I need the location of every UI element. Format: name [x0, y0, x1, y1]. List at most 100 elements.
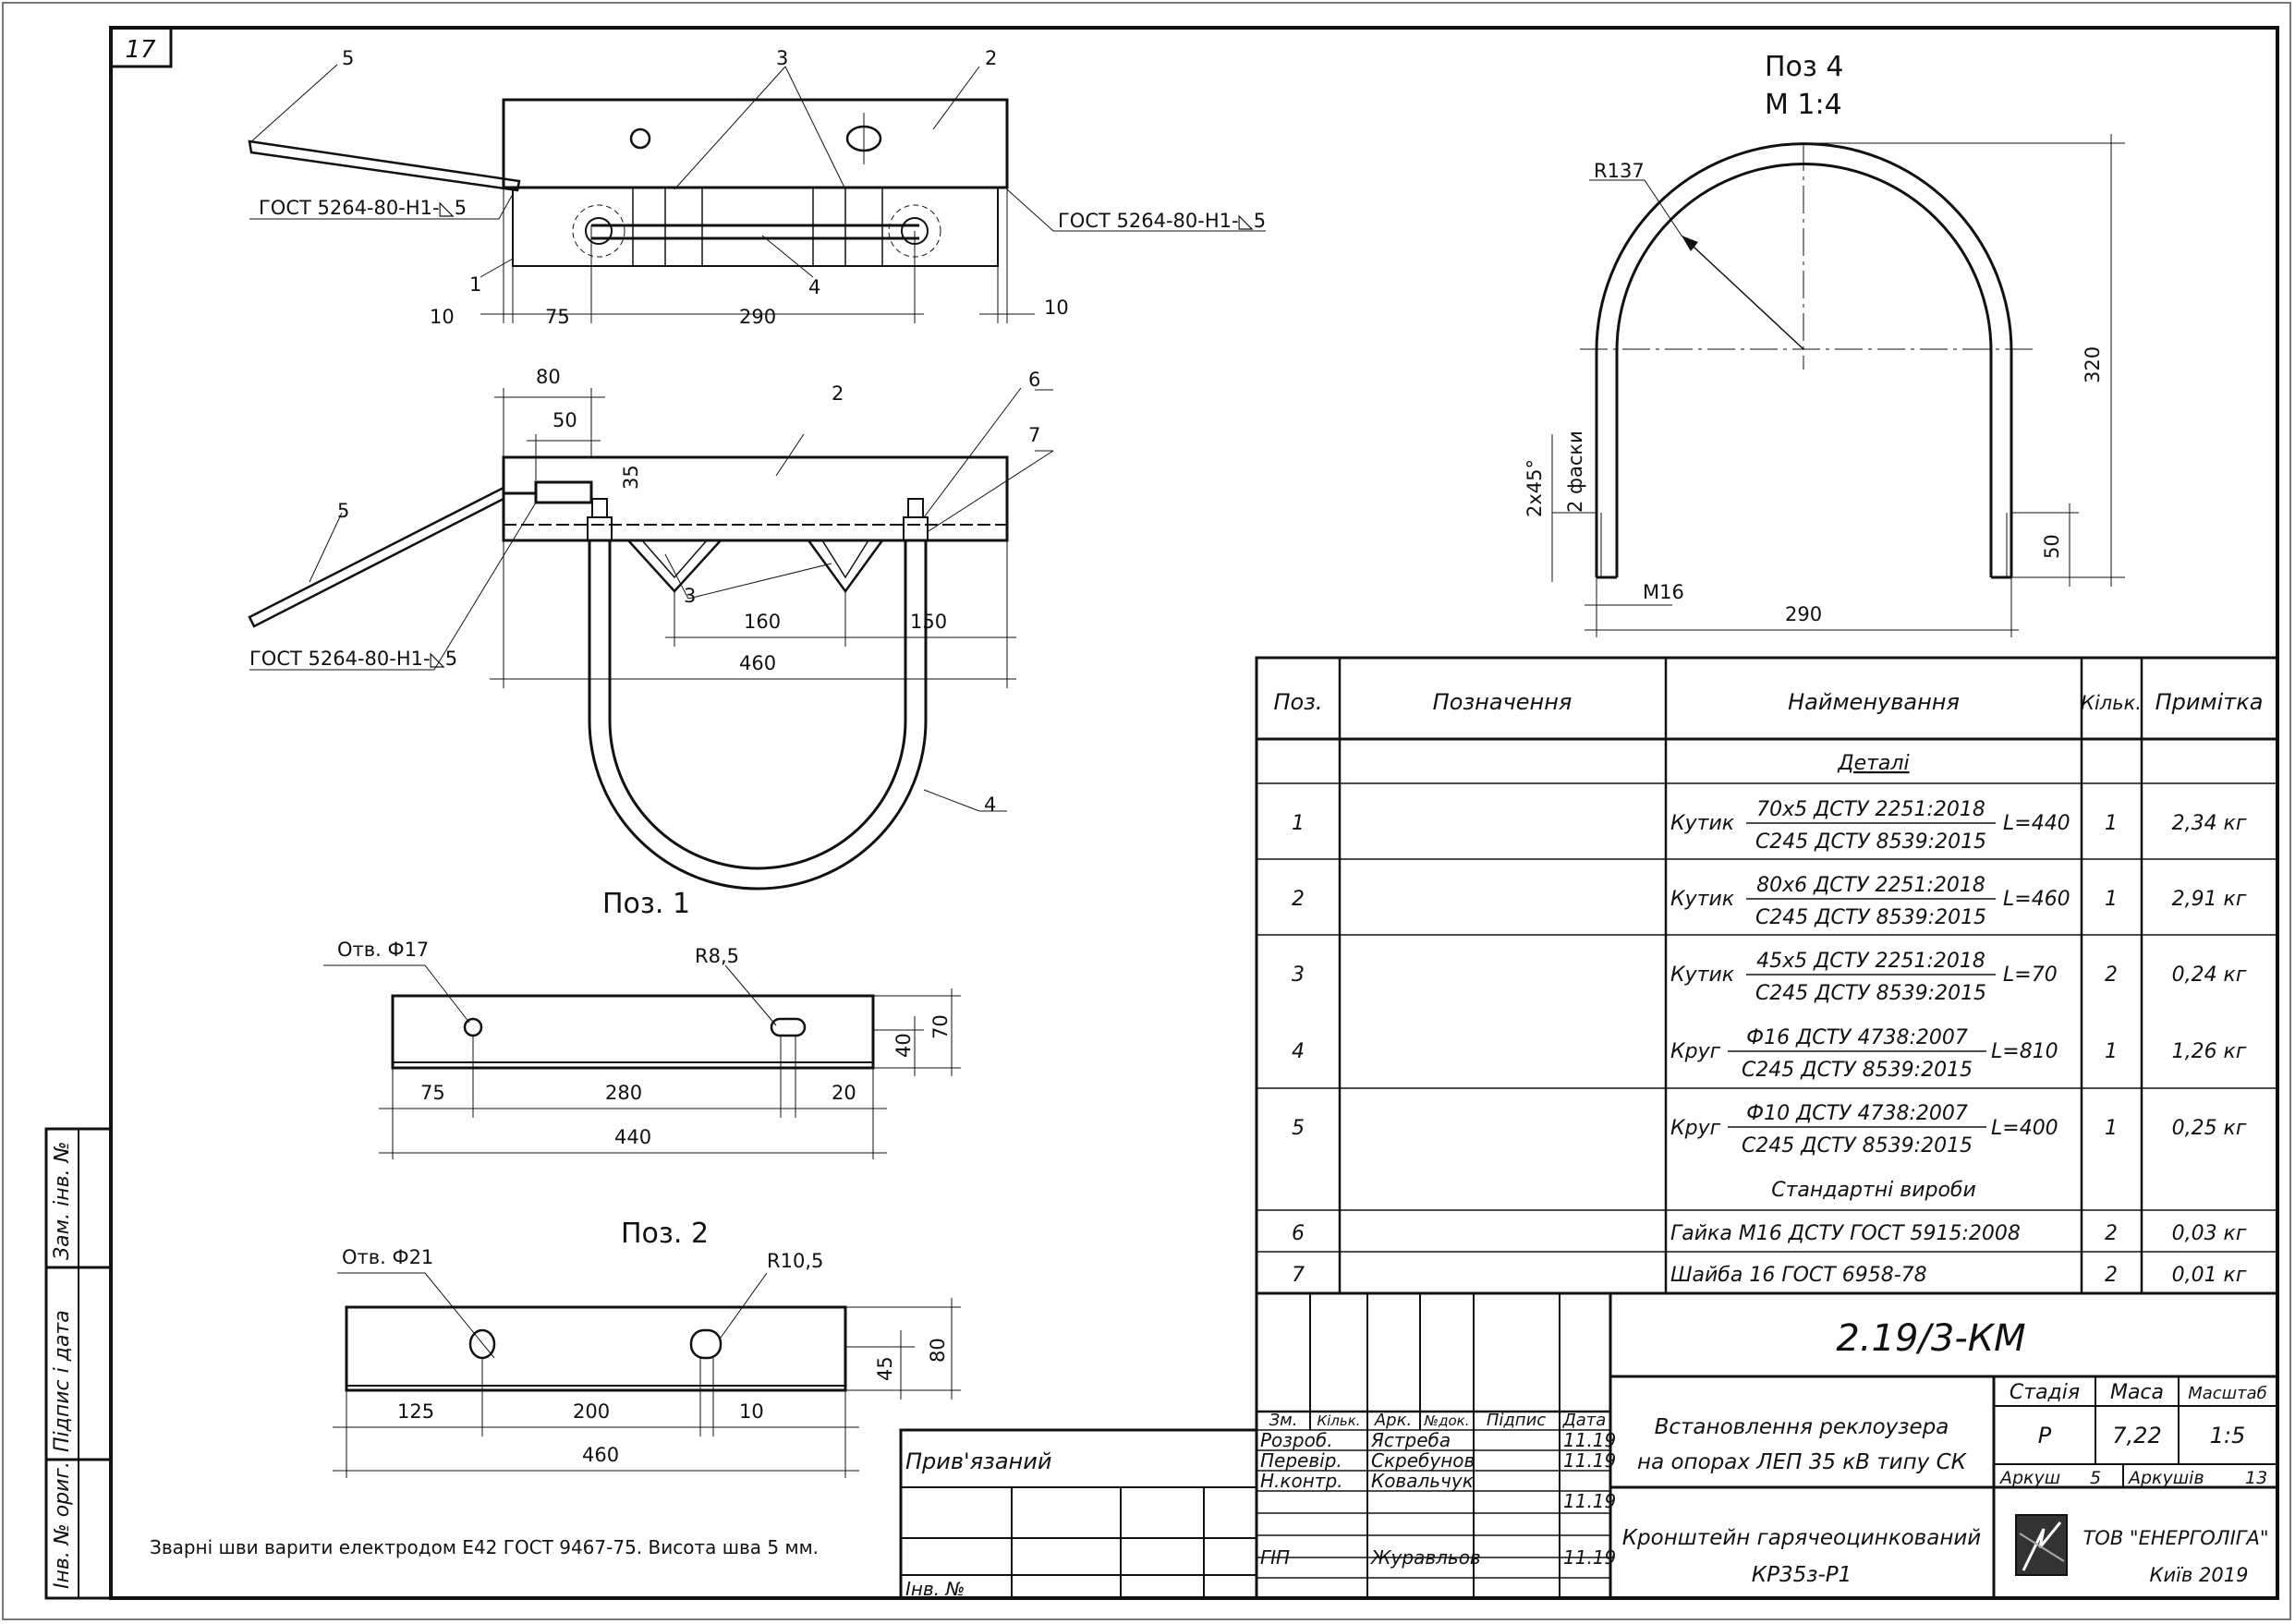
pos2-dim-460: 460 — [582, 1444, 619, 1466]
weld-note: Зварні шви варити електродом Е42 ГОСТ 94… — [150, 1536, 819, 1558]
drawing-line-1: Кронштейн гарячеоцинкований — [1622, 1526, 1982, 1550]
front-label-4: 4 — [984, 794, 996, 816]
bom-row-kind: Кутик — [1670, 963, 1735, 987]
tb-role: Розроб. — [1260, 1429, 1333, 1451]
bom-row-name: Шайба 16 ГОСТ 6958-78 — [1670, 1264, 1927, 1287]
bom-row-spec: Ф16 ДСТУ 4738:2007 — [1746, 1026, 1968, 1049]
bom-row-pos: 4 — [1292, 1040, 1305, 1063]
bom-row-note: 0,24 кг — [2172, 963, 2247, 987]
bom-row-material: С245 ДСТУ 8539:2015 — [1742, 1059, 1973, 1082]
bom-row-pos: 2 — [1292, 888, 1305, 911]
front-dim-150: 150 — [910, 611, 947, 633]
drawing-code: 2.19/3-КМ — [1836, 1317, 2025, 1360]
front-dim-160: 160 — [744, 611, 781, 633]
bom-row-qty: 2 — [2105, 963, 2118, 987]
front-dim-35: 35 — [620, 465, 642, 490]
pos4-title: Поз 4 — [1765, 51, 1844, 83]
pos4-dim-320: 320 — [2082, 346, 2104, 383]
bom-row-name: Гайка М16 ДСТУ ГОСТ 5915:2008 — [1670, 1222, 2021, 1245]
front-label-3: 3 — [684, 585, 696, 607]
pos2-dim-125: 125 — [397, 1400, 434, 1423]
side-stamp-replace-inv: Зам. інв. № — [51, 1142, 74, 1261]
bom-row-spec: Ф10 ДСТУ 4738:2007 — [1746, 1102, 1968, 1125]
pos2-dim-45: 45 — [874, 1356, 896, 1381]
tb-name: Скребунов — [1371, 1449, 1475, 1472]
tb-header-sign: Підпис — [1487, 1411, 1546, 1430]
sheets-value: 13 — [2245, 1468, 2267, 1488]
bom-row: 2 Кутик 80х6 ДСТУ 2251:2018 С245 ДСТУ 85… — [1292, 874, 2247, 929]
bom-row-note: 1,26 кг — [2172, 1040, 2247, 1063]
pos4-scale: М 1:4 — [1765, 89, 1842, 121]
top-label-3: 3 — [776, 47, 788, 69]
title-block — [899, 1291, 2279, 1600]
bom-row-kind: Круг — [1670, 1040, 1721, 1063]
bom-row-pos: 3 — [1292, 963, 1305, 987]
bom-row-qty: 2 — [2105, 1222, 2118, 1245]
mass-value: 7,22 — [2112, 1423, 2161, 1448]
bom-section-standard: Стандартні вироби — [1771, 1179, 1976, 1202]
top-view — [248, 64, 1266, 323]
bom-row-note: 2,91 кг — [2172, 888, 2247, 911]
drawing-line-2: КР35з-Р1 — [1752, 1563, 1852, 1587]
bom-row-material: С245 ДСТУ 8539:2015 — [1742, 1134, 1973, 1157]
bom-row-kind: Круг — [1670, 1117, 1721, 1140]
top-dim-75: 75 — [545, 306, 570, 328]
bom-headers: Поз. Позначення Найменування Кільк. Прим… — [1273, 689, 2263, 1202]
tb-header-change: Зм. — [1269, 1411, 1298, 1430]
inv-label: Інв. № — [905, 1578, 965, 1600]
bom-row-qty: 2 — [2105, 1264, 2118, 1287]
tb-date: 11.19 — [1563, 1546, 1616, 1569]
side-stamp-sign-date: Підпис і дата — [51, 1310, 74, 1452]
top-dim-10a: 10 — [430, 306, 455, 328]
bom-header-designation: Позначення — [1433, 689, 1572, 715]
bom-section-details: Деталі — [1837, 752, 1909, 775]
bom-row-length: L=400 — [1991, 1117, 2058, 1140]
top-label-1: 1 — [469, 273, 481, 296]
pos1-radius: R8,5 — [695, 945, 739, 967]
tb-name: Ковальчук — [1371, 1470, 1474, 1492]
top-weld-left: ГОСТ 5264-80-Н1-◺5 — [259, 197, 467, 219]
tb-name: Ястреба — [1370, 1429, 1451, 1451]
tb-role: Н.контр. — [1260, 1470, 1343, 1492]
sheets-label: Аркушів — [2127, 1468, 2204, 1488]
side-stamp: Інв. № ориг. Підпис і дата Зам. інв. № — [44, 1127, 113, 1600]
bom-row-pos: 6 — [1292, 1222, 1305, 1245]
tb-name: Журавльов — [1369, 1546, 1481, 1569]
pos4-drawing — [1551, 134, 2125, 637]
scale-value: 1:5 — [2210, 1423, 2246, 1448]
front-label-6: 6 — [1028, 369, 1040, 391]
front-label-7: 7 — [1028, 424, 1040, 446]
pos1-hole: Отв. Ф17 — [337, 939, 429, 961]
pos4-radius: R137 — [1594, 160, 1645, 182]
bom-row-pos: 5 — [1292, 1117, 1305, 1140]
tb-header-date: Дата — [1562, 1411, 1607, 1430]
pos1-dim-440: 440 — [614, 1126, 651, 1148]
sheet-value: 5 — [2090, 1468, 2101, 1488]
bom-row-spec: 45х5 ДСТУ 2251:2018 — [1756, 950, 1985, 973]
pos2-dim-200: 200 — [573, 1400, 610, 1423]
bom-row-note: 0,01 кг — [2172, 1264, 2247, 1287]
tb-role: ГІП — [1260, 1546, 1290, 1569]
bom-row-note: 2,34 кг — [2172, 812, 2247, 835]
pos1-dim-75: 75 — [420, 1082, 445, 1104]
pos1-dim-40: 40 — [892, 1033, 915, 1058]
bom-row: 5 Круг Ф10 ДСТУ 4738:2007 С245 ДСТУ 8539… — [1292, 1102, 2247, 1157]
pos2-radius: R10,5 — [767, 1250, 823, 1272]
top-label-5: 5 — [342, 47, 354, 69]
bom-row-pos: 1 — [1292, 812, 1305, 835]
bom-row: 7 Шайба 16 ГОСТ 6958-78 2 0,01 кг — [1292, 1264, 2247, 1287]
stage-value: Р — [2038, 1423, 2052, 1448]
pos4-chamfer: 2х45° — [1524, 459, 1546, 517]
bom-row: 4 Круг Ф16 ДСТУ 4738:2007 С245 ДСТУ 8539… — [1292, 1026, 2247, 1082]
tb-header-doc: №док. — [1424, 1412, 1470, 1429]
pos4-chamfer-note: 2 фаски — [1564, 430, 1586, 513]
tb-header-qty: Кільк. — [1317, 1412, 1360, 1429]
stage-label: Стадія — [2010, 1381, 2080, 1404]
front-weld: ГОСТ 5264-80-Н1-◺5 — [249, 648, 457, 670]
bom-row-material: С245 ДСТУ 8539:2015 — [1755, 906, 1986, 929]
mass-label: Маса — [2110, 1381, 2164, 1404]
bom-row-length: L=70 — [2003, 963, 2058, 987]
pos4-dim-290: 290 — [1785, 603, 1822, 625]
pos1-title: Поз. 1 — [602, 888, 690, 920]
